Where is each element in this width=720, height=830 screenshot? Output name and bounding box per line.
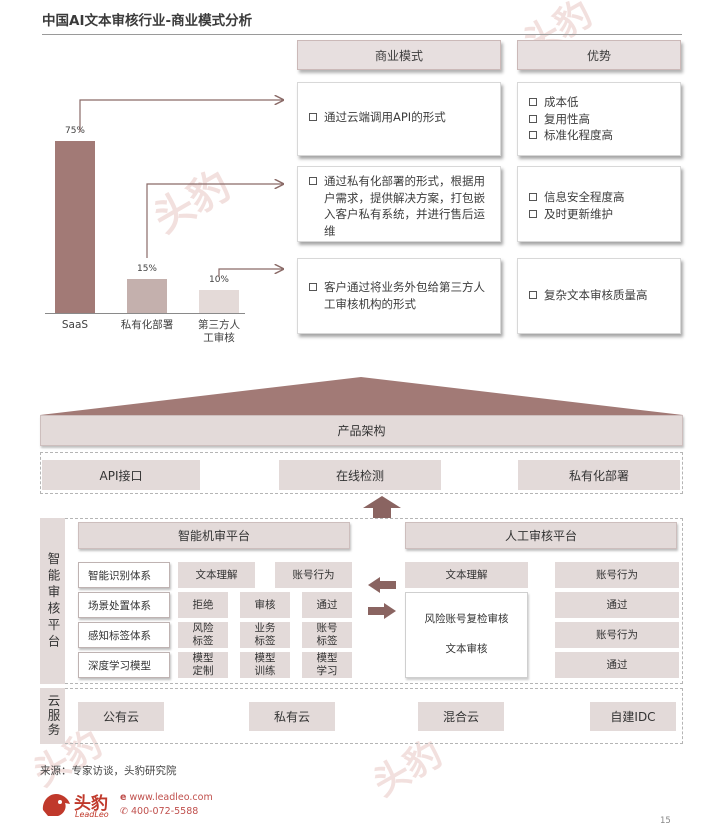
platform-label-text: 智能审核平台 bbox=[45, 551, 61, 651]
grid-account-tag-text: 账号标签 bbox=[316, 622, 338, 647]
logo-text: 头豹 bbox=[74, 794, 108, 814]
bar-value-label: 75% bbox=[64, 125, 85, 136]
bar-saas bbox=[55, 140, 95, 313]
category-label: 第三方人 工审核 bbox=[179, 319, 259, 345]
up-arrow-icon bbox=[363, 496, 401, 518]
grid-reject: 拒绝 bbox=[178, 592, 228, 618]
logo-subtext: LeadLeo bbox=[75, 810, 109, 819]
bar-value-label: 15% bbox=[136, 263, 157, 274]
advantage-item: 信息安全程度高 bbox=[528, 189, 670, 206]
grid-review: 审核 bbox=[240, 592, 290, 618]
human-account-behavior: 账号行为 bbox=[555, 562, 679, 588]
website-url: www.leadleo.com bbox=[129, 792, 213, 803]
advantage-item: 复用性高 bbox=[528, 111, 670, 128]
model-text: 客户通过将业务外包给第三方人工审核机构的形式 bbox=[308, 279, 490, 312]
right-arrow-icon bbox=[368, 603, 396, 619]
model-card-third-party: 客户通过将业务外包给第三方人工审核机构的形式 bbox=[297, 258, 501, 334]
human-pass: 通过 bbox=[555, 652, 679, 678]
human-review-item: 文本审核 bbox=[445, 643, 488, 655]
advantage-item: 成本低 bbox=[528, 94, 670, 111]
bar-third-party bbox=[199, 290, 239, 313]
product-architecture-bar: 产品架构 bbox=[40, 415, 683, 446]
advantage-item: 复杂文本审核质量高 bbox=[528, 287, 670, 304]
website-icon: e bbox=[120, 792, 127, 803]
system-recognition: 智能识别体系 bbox=[78, 562, 170, 588]
human-platform-title: 人工审核平台 bbox=[405, 522, 677, 549]
grid-model-training-text: 模型训练 bbox=[254, 652, 276, 677]
grid-model-learning: 模型学习 bbox=[302, 652, 352, 678]
grid-model-custom-text: 模型定制 bbox=[192, 652, 214, 677]
category-label-line: 工审核 bbox=[203, 332, 235, 344]
cloud-label-text: 云服务 bbox=[45, 694, 61, 738]
bar-private-deploy bbox=[127, 278, 167, 313]
phone-number: 400-072-5588 bbox=[131, 806, 199, 817]
model-text: 通过私有化部署的形式，根据用户需求，提供解决方案，打包嵌入客户私有系统，并进行售… bbox=[308, 173, 490, 239]
grid-pass: 通过 bbox=[302, 592, 352, 618]
model-card-saas: 通过云端调用API的形式 bbox=[297, 82, 501, 156]
source-note: 来源：专家访谈，头豹研究院 bbox=[40, 765, 177, 777]
grid-risk-tag: 风险标签 bbox=[178, 622, 228, 648]
category-label-line: SaaS bbox=[61, 319, 89, 331]
category-label-line: 第三方人 bbox=[198, 319, 240, 331]
category-label: SaaS bbox=[35, 319, 115, 332]
brand-logo: 头豹 LeadLeo bbox=[40, 788, 130, 822]
category-label-line: 私有化部署 bbox=[120, 319, 174, 331]
advantage-card-private: 信息安全程度高 及时更新维护 bbox=[517, 166, 681, 242]
cloud-idc: 自建IDC bbox=[590, 702, 676, 731]
connector-arrows bbox=[79, 0, 720, 277]
advantage-card-saas: 成本低 复用性高 标准化程度高 bbox=[517, 82, 681, 156]
leopard-logo-icon bbox=[42, 794, 70, 816]
phone-icon: ✆ bbox=[120, 806, 128, 817]
grid-model-training: 模型训练 bbox=[240, 652, 290, 678]
deploy-online: 在线检测 bbox=[279, 460, 441, 490]
title-divider bbox=[42, 34, 682, 35]
grid-account-behavior: 账号行为 bbox=[275, 562, 352, 588]
cloud-label: 云服务 bbox=[40, 688, 65, 744]
arrow-saas bbox=[79, 100, 283, 132]
advantage-item: 标准化程度高 bbox=[528, 127, 670, 144]
architecture-roof bbox=[40, 377, 683, 415]
system-tagging: 感知标签体系 bbox=[78, 622, 170, 648]
machine-platform-title: 智能机审平台 bbox=[78, 522, 350, 549]
bar-value-label: 10% bbox=[208, 275, 229, 285]
human-account-behavior: 账号行为 bbox=[555, 622, 679, 648]
grid-business-tag-text: 业务标签 bbox=[254, 622, 276, 647]
chart-baseline bbox=[45, 313, 245, 314]
grid-risk-tag-text: 风险标签 bbox=[192, 622, 214, 647]
left-arrow-icon bbox=[368, 577, 396, 593]
cloud-hybrid: 混合云 bbox=[418, 702, 504, 731]
bar-chart: 75% 15% 10% SaaS 私有化部署 第三方人 工审核 bbox=[40, 90, 280, 350]
header-business-model: 商业模式 bbox=[297, 40, 501, 70]
grid-account-tag: 账号标签 bbox=[302, 622, 352, 648]
header-advantage: 优势 bbox=[517, 40, 681, 70]
category-label: 私有化部署 bbox=[107, 319, 187, 332]
model-card-private: 通过私有化部署的形式，根据用户需求，提供解决方案，打包嵌入客户私有系统，并进行售… bbox=[297, 166, 501, 242]
system-deep-learning: 深度学习模型 bbox=[78, 652, 170, 678]
human-review-box: 风险账号复检审核 文本审核 bbox=[405, 592, 528, 678]
human-text-understanding: 文本理解 bbox=[405, 562, 528, 588]
platform-label: 智能审核平台 bbox=[40, 518, 65, 684]
advantage-card-third-party: 复杂文本审核质量高 bbox=[517, 258, 681, 334]
page-title: 中国AI文本审核行业-商业模式分析 bbox=[42, 13, 253, 29]
human-review-item: 风险账号复检审核 bbox=[424, 613, 509, 625]
cloud-public: 公有云 bbox=[78, 702, 164, 731]
arrow-private bbox=[146, 184, 283, 258]
arrow-third-party bbox=[218, 269, 283, 277]
grid-model-custom: 模型定制 bbox=[178, 652, 228, 678]
system-disposal: 场景处置体系 bbox=[78, 592, 170, 618]
cloud-private: 私有云 bbox=[249, 702, 335, 731]
phone-text: ✆ 400-072-5588 bbox=[120, 806, 198, 817]
page-number: 15 bbox=[660, 816, 671, 826]
deploy-api: API接口 bbox=[42, 460, 200, 490]
model-text: 通过云端调用API的形式 bbox=[308, 109, 490, 126]
advantage-item: 及时更新维护 bbox=[528, 206, 670, 223]
deploy-private: 私有化部署 bbox=[518, 460, 680, 490]
grid-business-tag: 业务标签 bbox=[240, 622, 290, 648]
grid-model-learning-text: 模型学习 bbox=[316, 652, 338, 677]
deployment-region bbox=[40, 452, 683, 494]
grid-text-understanding: 文本理解 bbox=[178, 562, 255, 588]
website-text: e www.leadleo.com bbox=[120, 792, 213, 803]
human-pass: 通过 bbox=[555, 592, 679, 618]
